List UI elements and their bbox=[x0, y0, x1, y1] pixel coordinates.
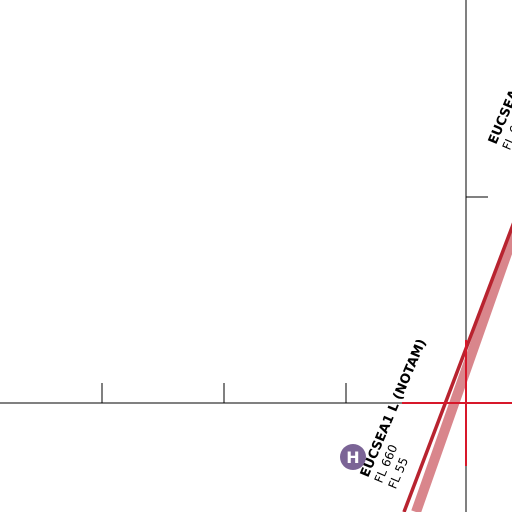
airspace-boundary[interactable] bbox=[402, 222, 512, 512]
crosshair-marker bbox=[402, 340, 512, 466]
airspace-boundary-edge bbox=[402, 222, 512, 512]
heliport-glyph: H bbox=[346, 448, 359, 467]
heliport-icon bbox=[340, 444, 366, 470]
heliport-marker[interactable]: H bbox=[340, 444, 366, 470]
airspace-second-label[interactable]: EUCSEA FL 6 bbox=[486, 88, 512, 152]
